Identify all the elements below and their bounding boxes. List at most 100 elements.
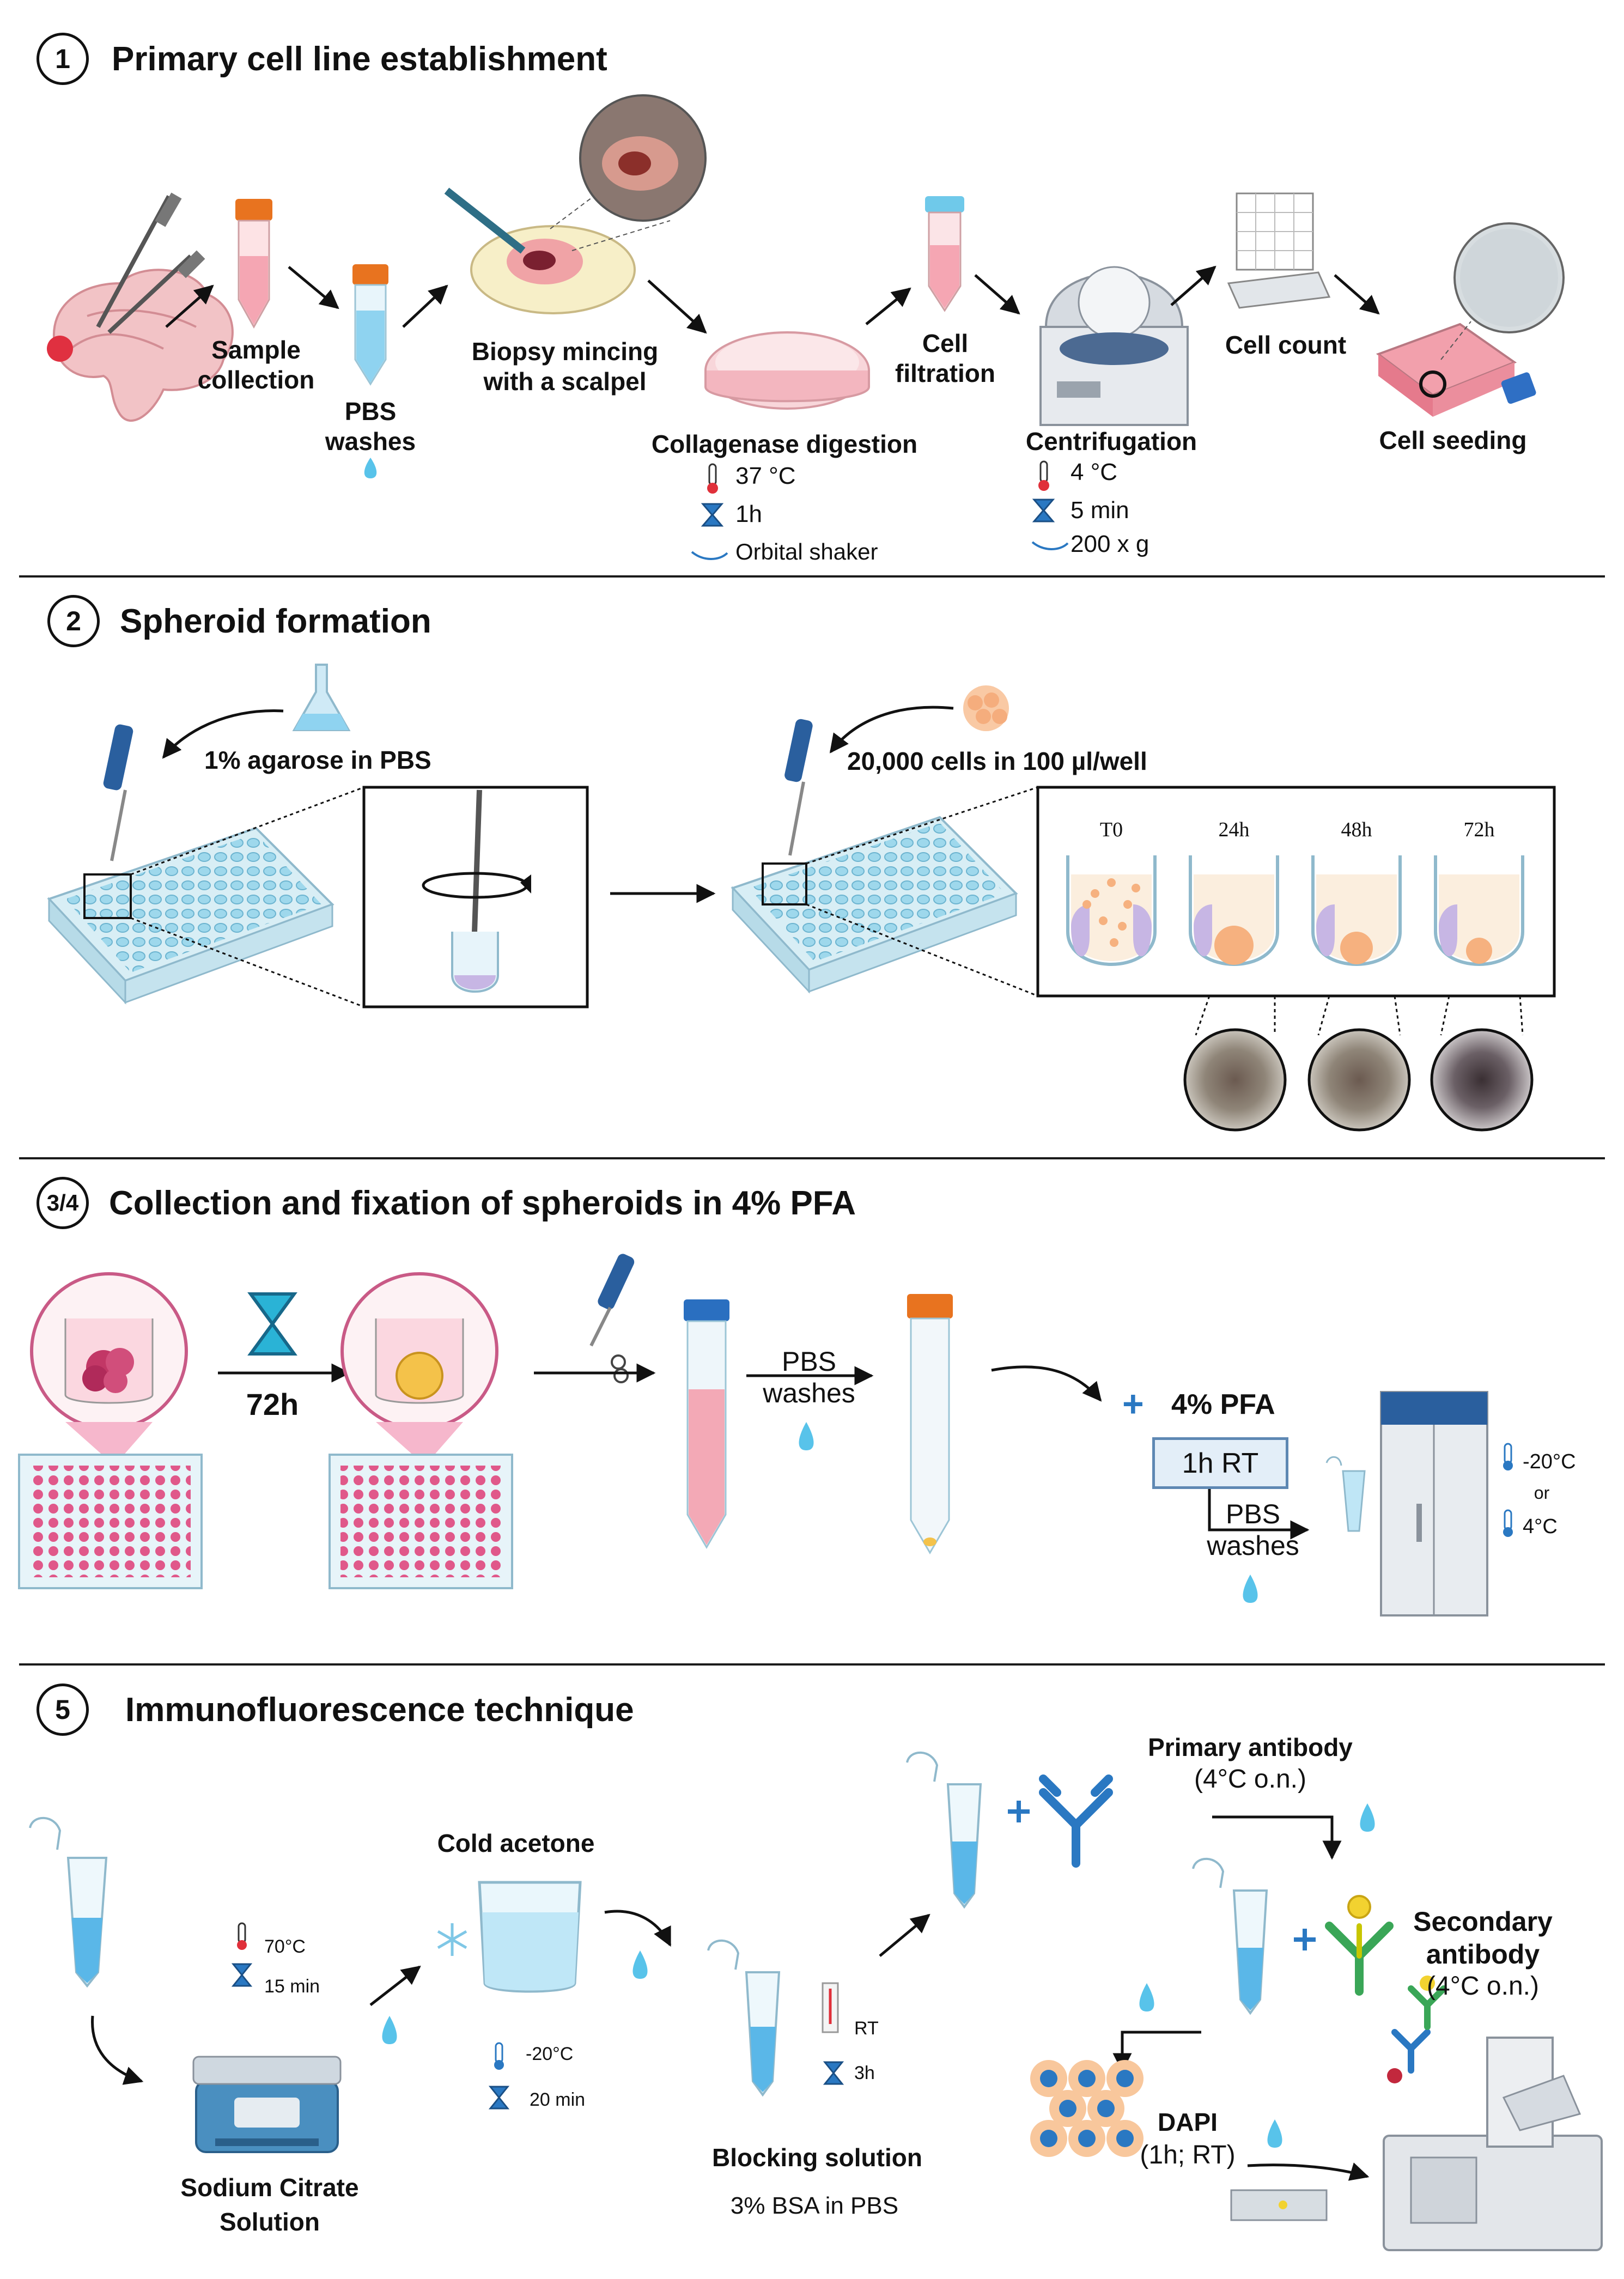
label-with-scalpel: with a scalpel <box>483 367 647 396</box>
section-title: Spheroid formation <box>120 603 431 640</box>
label-secondary: Secondary <box>1413 1906 1553 1937</box>
heat-block-icon <box>192 2056 342 2153</box>
section-divider <box>19 1157 1605 1159</box>
label-cell-count: Cell count <box>1225 331 1347 359</box>
storage-warm: 4°C <box>1523 1515 1558 1538</box>
timepoint-label: 72h <box>1463 818 1495 841</box>
label-collagenase: Collagenase digestion <box>651 430 918 458</box>
plus-icon: + <box>1122 1383 1144 1425</box>
label-agarose: 1% agarose in PBS <box>204 746 431 774</box>
label-secondary-condition: (4°C o.n.) <box>1427 1972 1539 2001</box>
centrifugation-temp: 4 °C <box>1070 459 1118 485</box>
label-pbs: PBS <box>344 397 397 426</box>
pipette-icon <box>598 1254 635 1310</box>
label-cells-per-well: 20,000 cells in 100 µl/well <box>847 747 1147 775</box>
centrifuge-icon <box>1039 266 1189 426</box>
scissors-icon <box>611 1354 626 1370</box>
label-pfa: 4% PFA <box>1171 1389 1275 1420</box>
label-dapi-condition: (1h; RT) <box>1140 2141 1236 2169</box>
well-t0 <box>1066 855 1157 966</box>
falcon-tube-icon <box>684 1299 729 1549</box>
antibody-icon <box>1039 1774 1113 1868</box>
label-sodium-citrate: Sodium Citrate <box>180 2173 359 2202</box>
blocking-temp: RT <box>854 2018 879 2039</box>
hemocytometer-icon <box>1227 192 1331 309</box>
petri-dish-icon <box>704 331 870 410</box>
section-number: 2 <box>47 595 100 647</box>
beaker-icon <box>478 1881 582 1993</box>
spheroid-photo-24h <box>1183 1028 1287 1132</box>
biopsy-photo <box>579 94 707 222</box>
blocking-time: 3h <box>854 2063 875 2083</box>
petri-dish-icon <box>444 187 636 314</box>
label-washes: washes <box>1207 1530 1299 1561</box>
section-1-graphics <box>47 94 1565 478</box>
spheroid-photo-48h <box>1307 1028 1411 1132</box>
snowflake-icon <box>437 1923 467 1956</box>
collagenase-temp: 37 °C <box>735 463 796 489</box>
section-number: 5 <box>37 1684 89 1736</box>
timepoint-label: T0 <box>1099 818 1123 841</box>
label-washes: washes <box>763 1378 855 1408</box>
label-dapi: DAPI <box>1158 2108 1218 2136</box>
section-2-graphics <box>47 664 1556 1132</box>
pipette-icon <box>103 724 133 861</box>
falcon-tube-icon <box>925 196 964 312</box>
section-number: 3/4 <box>37 1177 89 1229</box>
falcon-tube-icon <box>352 264 388 386</box>
culture-flask-icon <box>1376 323 1536 417</box>
spheroid-photo-72h <box>1430 1028 1534 1132</box>
eppendorf-icon <box>1342 1470 1366 1532</box>
collagenase-shaker: Orbital shaker <box>735 539 878 564</box>
well-plate-icon <box>47 826 334 1005</box>
label-blocking: Blocking solution <box>712 2143 922 2172</box>
well-plate-icon <box>731 816 1018 994</box>
drop-icon <box>799 1422 814 1450</box>
drop-icon <box>1267 2119 1282 2148</box>
label-collection: collection <box>197 366 315 394</box>
pipette-icon <box>784 719 813 856</box>
section-title: Primary cell line establishment <box>112 40 607 78</box>
drop-icon <box>632 1950 648 1979</box>
drop-icon <box>364 458 377 478</box>
falcon-tube-icon <box>235 199 272 329</box>
label-pbs: PBS <box>1225 1499 1281 1529</box>
condition-icons-s1 <box>691 460 1069 560</box>
well-24h <box>1189 855 1279 966</box>
falcon-tube-icon <box>907 1294 953 1554</box>
acetone-time: 20 min <box>530 2089 586 2110</box>
section-number: 1 <box>37 33 89 85</box>
acetone-temp: -20°C <box>526 2044 574 2064</box>
timepoint-label: 48h <box>1341 818 1372 841</box>
drop-icon <box>1360 1803 1375 1832</box>
well-48h <box>1311 855 1402 966</box>
cells-icon <box>963 685 1009 731</box>
label-primary-antibody: Primary antibody <box>1148 1733 1353 1761</box>
centrifugation-speed: 200 x g <box>1070 531 1149 557</box>
label-cold-acetone: Cold acetone <box>437 1829 595 1857</box>
label-cell: Cell <box>922 329 969 357</box>
drop-icon <box>382 2016 397 2044</box>
timepoint-label: 24h <box>1218 818 1250 841</box>
label-pbs: PBS <box>781 1346 837 1377</box>
citrate-time: 15 min <box>264 1976 320 1997</box>
citrate-temp: 70°C <box>264 1936 306 1957</box>
section-divider <box>19 1663 1605 1666</box>
label-washes: washes <box>325 427 416 455</box>
cell-culture-photo <box>1453 222 1565 333</box>
hourglass-icon <box>247 1292 297 1356</box>
label-primary-condition: (4°C o.n.) <box>1194 1765 1306 1794</box>
section-title: Collection and fixation of spheroids in … <box>109 1184 856 1222</box>
label-centrifugation: Centrifugation <box>1025 427 1197 455</box>
label-antibody: antibody <box>1426 1939 1540 1970</box>
label-sample: Sample <box>211 336 301 364</box>
antibody-complex-icon <box>1391 1985 1447 2074</box>
collagenase-time: 1h <box>735 501 762 527</box>
drop-icon <box>1139 1983 1154 2011</box>
label-blocking-detail: 3% BSA in PBS <box>730 2192 899 2219</box>
section-3-graphics <box>18 1254 1513 1616</box>
section-divider <box>19 575 1605 578</box>
storage-or: or <box>1534 1483 1550 1503</box>
incubation-box: 1h RT <box>1152 1437 1288 1489</box>
